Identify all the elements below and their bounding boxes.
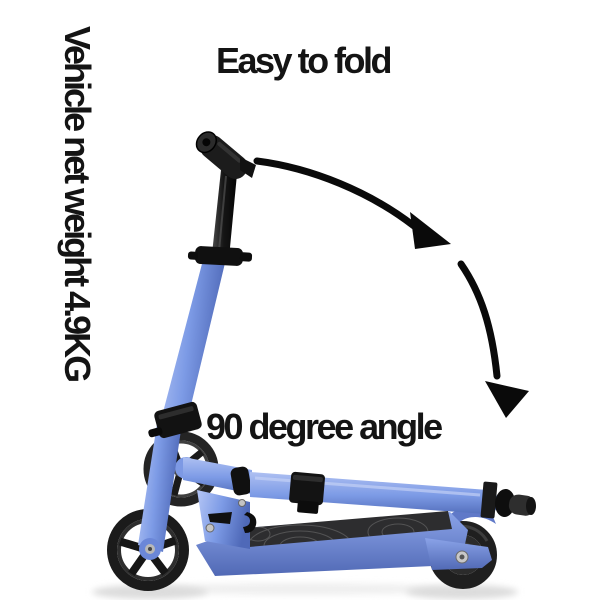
fold-arrow-upper-head	[410, 212, 451, 249]
deck	[196, 511, 492, 576]
front-fork	[138, 424, 181, 560]
folded-handlebar-knob	[195, 131, 256, 180]
stem-upper	[187, 131, 256, 266]
fold-arrow-lower	[457, 260, 501, 380]
stem-fold-clamp	[148, 401, 202, 439]
fold-hinge-arm	[175, 457, 252, 496]
caption-net-weight: Vehicle net weight 4.9KG	[57, 26, 98, 381]
fold-arrow-lower-head	[485, 381, 529, 418]
fold-hinge-bracket	[197, 490, 257, 549]
caption-easy-to-fold: Easy to fold	[216, 40, 393, 81]
stem-collar-clamp	[289, 471, 325, 514]
caption-90-degree-angle: 90 degree angle	[206, 406, 443, 447]
stem-lower	[148, 260, 225, 439]
fold-arrow-icon	[253, 157, 529, 418]
fold-arrow-upper	[253, 157, 418, 230]
folded-stem-tube	[250, 471, 536, 519]
height-adjust-clamp	[187, 246, 253, 266]
folded-handle-grip	[480, 481, 536, 519]
ground-shadow	[92, 583, 518, 599]
